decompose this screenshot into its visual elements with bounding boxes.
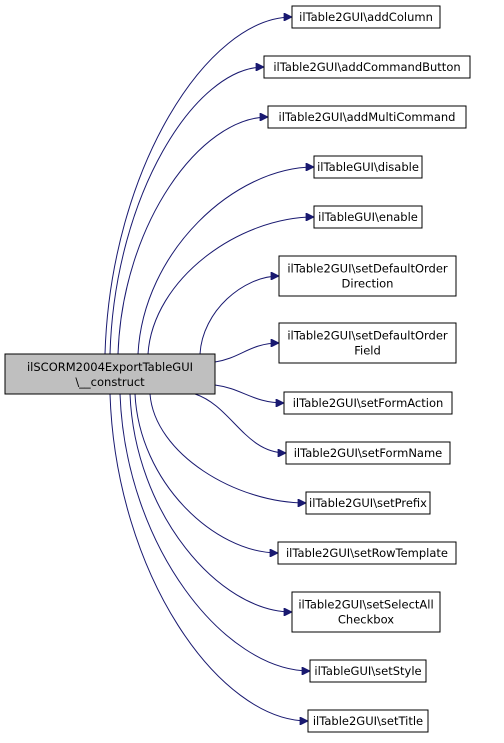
target-node-box bbox=[291, 591, 441, 633]
target-node[interactable]: ilTableGUI\enable bbox=[313, 205, 423, 229]
target-node-box bbox=[267, 105, 467, 129]
target-node-label-line-1: ilTable2GUI\setFormName bbox=[294, 446, 443, 460]
target-node[interactable]: ilTable2GUI\addCommandButton bbox=[263, 55, 471, 79]
target-node-label-line-2: Checkbox bbox=[338, 613, 394, 627]
call-edge bbox=[109, 67, 264, 355]
target-node-box bbox=[305, 491, 431, 515]
nodes: ilSCORM2004ExportTableGUI \__construct i… bbox=[4, 5, 471, 733]
target-node-box bbox=[313, 155, 423, 179]
target-node-label-line-2: Direction bbox=[342, 277, 394, 291]
call-edge bbox=[214, 384, 284, 403]
call-edge bbox=[147, 217, 314, 355]
call-edge bbox=[194, 393, 286, 453]
call-edge bbox=[199, 276, 279, 355]
call-edge bbox=[129, 393, 292, 612]
target-node-label-line-2: Field bbox=[354, 344, 381, 358]
edges bbox=[104, 17, 314, 721]
target-node-label-line-1: ilTable2GUI\setDefaultOrder bbox=[287, 262, 448, 276]
call-edge bbox=[134, 393, 278, 553]
source-node[interactable]: ilSCORM2004ExportTableGUI \__construct bbox=[4, 353, 216, 395]
call-edge bbox=[104, 17, 292, 355]
source-node-box bbox=[4, 353, 216, 395]
target-node-box bbox=[263, 55, 471, 79]
target-node-box bbox=[309, 659, 427, 683]
target-node-label-line-1: ilTable2GUI\setTitle bbox=[313, 714, 423, 728]
target-node[interactable]: ilTableGUI\disable bbox=[313, 155, 423, 179]
target-node-box bbox=[291, 5, 441, 29]
target-node-label-line-1: ilTableGUI\disable bbox=[317, 160, 419, 174]
target-node-box bbox=[278, 255, 457, 297]
target-node-label-line-1: ilTable2GUI\addMultiCommand bbox=[279, 110, 456, 124]
target-node-label-line-1: ilTable2GUI\setFormAction bbox=[293, 396, 444, 410]
target-node[interactable]: ilTable2GUI\setTitle bbox=[307, 709, 429, 733]
target-node-label-line-1: ilTable2GUI\addColumn bbox=[299, 10, 433, 24]
source-node-label-line-1: ilSCORM2004ExportTableGUI bbox=[27, 360, 193, 374]
target-node-label-line-1: ilTableGUI\setStyle bbox=[314, 664, 421, 678]
call-edge bbox=[117, 117, 268, 355]
target-node-box bbox=[313, 205, 423, 229]
target-node[interactable]: ilTable2GUI\addColumn bbox=[291, 5, 441, 29]
target-node-box bbox=[307, 709, 429, 733]
target-node[interactable]: ilTable2GUI\addMultiCommand bbox=[267, 105, 467, 129]
target-node-box bbox=[285, 441, 451, 465]
target-node-label-line-1: ilTable2GUI\setDefaultOrder bbox=[287, 329, 448, 343]
target-node-box bbox=[283, 391, 453, 415]
call-edge bbox=[149, 393, 306, 503]
target-node[interactable]: ilTable2GUI\setRowTemplate bbox=[277, 541, 457, 565]
target-node-box bbox=[277, 541, 457, 565]
target-node-box bbox=[278, 322, 457, 364]
target-node-label-line-1: ilTable2GUI\addCommandButton bbox=[273, 60, 460, 74]
call-edge bbox=[214, 343, 279, 363]
source-node-label-line-2: \__construct bbox=[75, 375, 145, 389]
target-node-label-line-1: ilTableGUI\enable bbox=[318, 210, 418, 224]
target-node-label-line-1: ilTable2GUI\setRowTemplate bbox=[286, 546, 448, 560]
target-node[interactable]: ilTableGUI\setStyle bbox=[309, 659, 427, 683]
target-node-label-line-1: ilTable2GUI\setPrefix bbox=[309, 496, 427, 510]
call-edge bbox=[119, 393, 310, 671]
target-node[interactable]: ilTable2GUI\setFormName bbox=[285, 441, 451, 465]
call-edge bbox=[137, 167, 314, 355]
target-node[interactable]: ilTable2GUI\setFormAction bbox=[283, 391, 453, 415]
target-node[interactable]: ilTable2GUI\setPrefix bbox=[305, 491, 431, 515]
call-edge bbox=[109, 393, 308, 721]
target-node-label-line-1: ilTable2GUI\setSelectAll bbox=[298, 598, 433, 612]
